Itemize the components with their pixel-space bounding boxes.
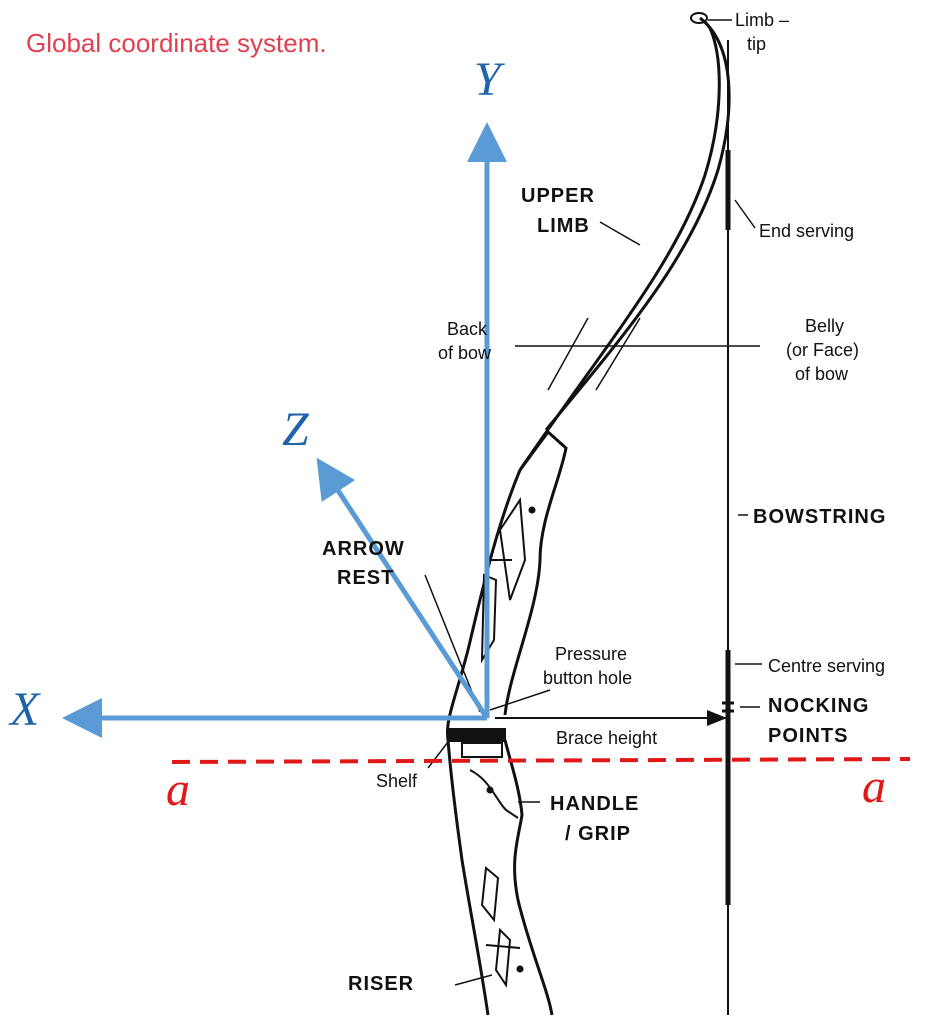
diagram-title: Global coordinate system. (26, 28, 327, 58)
riser (445, 429, 568, 1016)
end-serving-label: End serving (759, 221, 854, 241)
y-axis-label: Y (474, 53, 505, 106)
pressure-button-label: Pressure (555, 644, 627, 664)
back-of-bow-label: Back (447, 319, 488, 339)
limb-tip-label: Limb – (735, 10, 789, 30)
nocking-points-mark (722, 701, 734, 713)
section-label-right: a (862, 760, 886, 813)
z-axis-label: Z (282, 403, 310, 456)
arrow-rest-label: ARROW (322, 538, 405, 560)
x-axis-label: X (8, 683, 41, 736)
z-axis-arrow (316, 457, 490, 720)
bowstring-label: BOWSTRING (753, 506, 886, 528)
handle-grip-label-line2: / GRIP (565, 823, 631, 845)
upper-limb-label-line2: LIMB (537, 215, 590, 237)
coordinate-axes (62, 122, 507, 738)
belly-of-bow-label-line3: of bow (795, 364, 849, 384)
section-label-left: a (166, 763, 190, 816)
riser-label: RISER (348, 973, 414, 995)
upper-limb (518, 12, 731, 471)
pressure-button-label-line2: button hole (543, 668, 632, 688)
belly-of-bow-label: Belly (805, 316, 844, 336)
limb-tip-label-line2: tip (747, 34, 766, 54)
brace-height-label: Brace height (556, 728, 657, 748)
belly-of-bow-label-line2: (or Face) (786, 340, 859, 360)
arrow-rest-label-line2: REST (337, 567, 394, 589)
shelf-label: Shelf (376, 771, 418, 791)
centre-serving-label: Centre serving (768, 656, 885, 676)
upper-limb-label: UPPER (521, 185, 595, 207)
back-of-bow-label-line2: of bow (438, 343, 492, 363)
nocking-points-label: NOCKING (768, 695, 869, 717)
handle-grip-label: HANDLE (550, 793, 639, 815)
nocking-points-label-line2: POINTS (768, 725, 848, 747)
section-line-a (171, 757, 911, 764)
